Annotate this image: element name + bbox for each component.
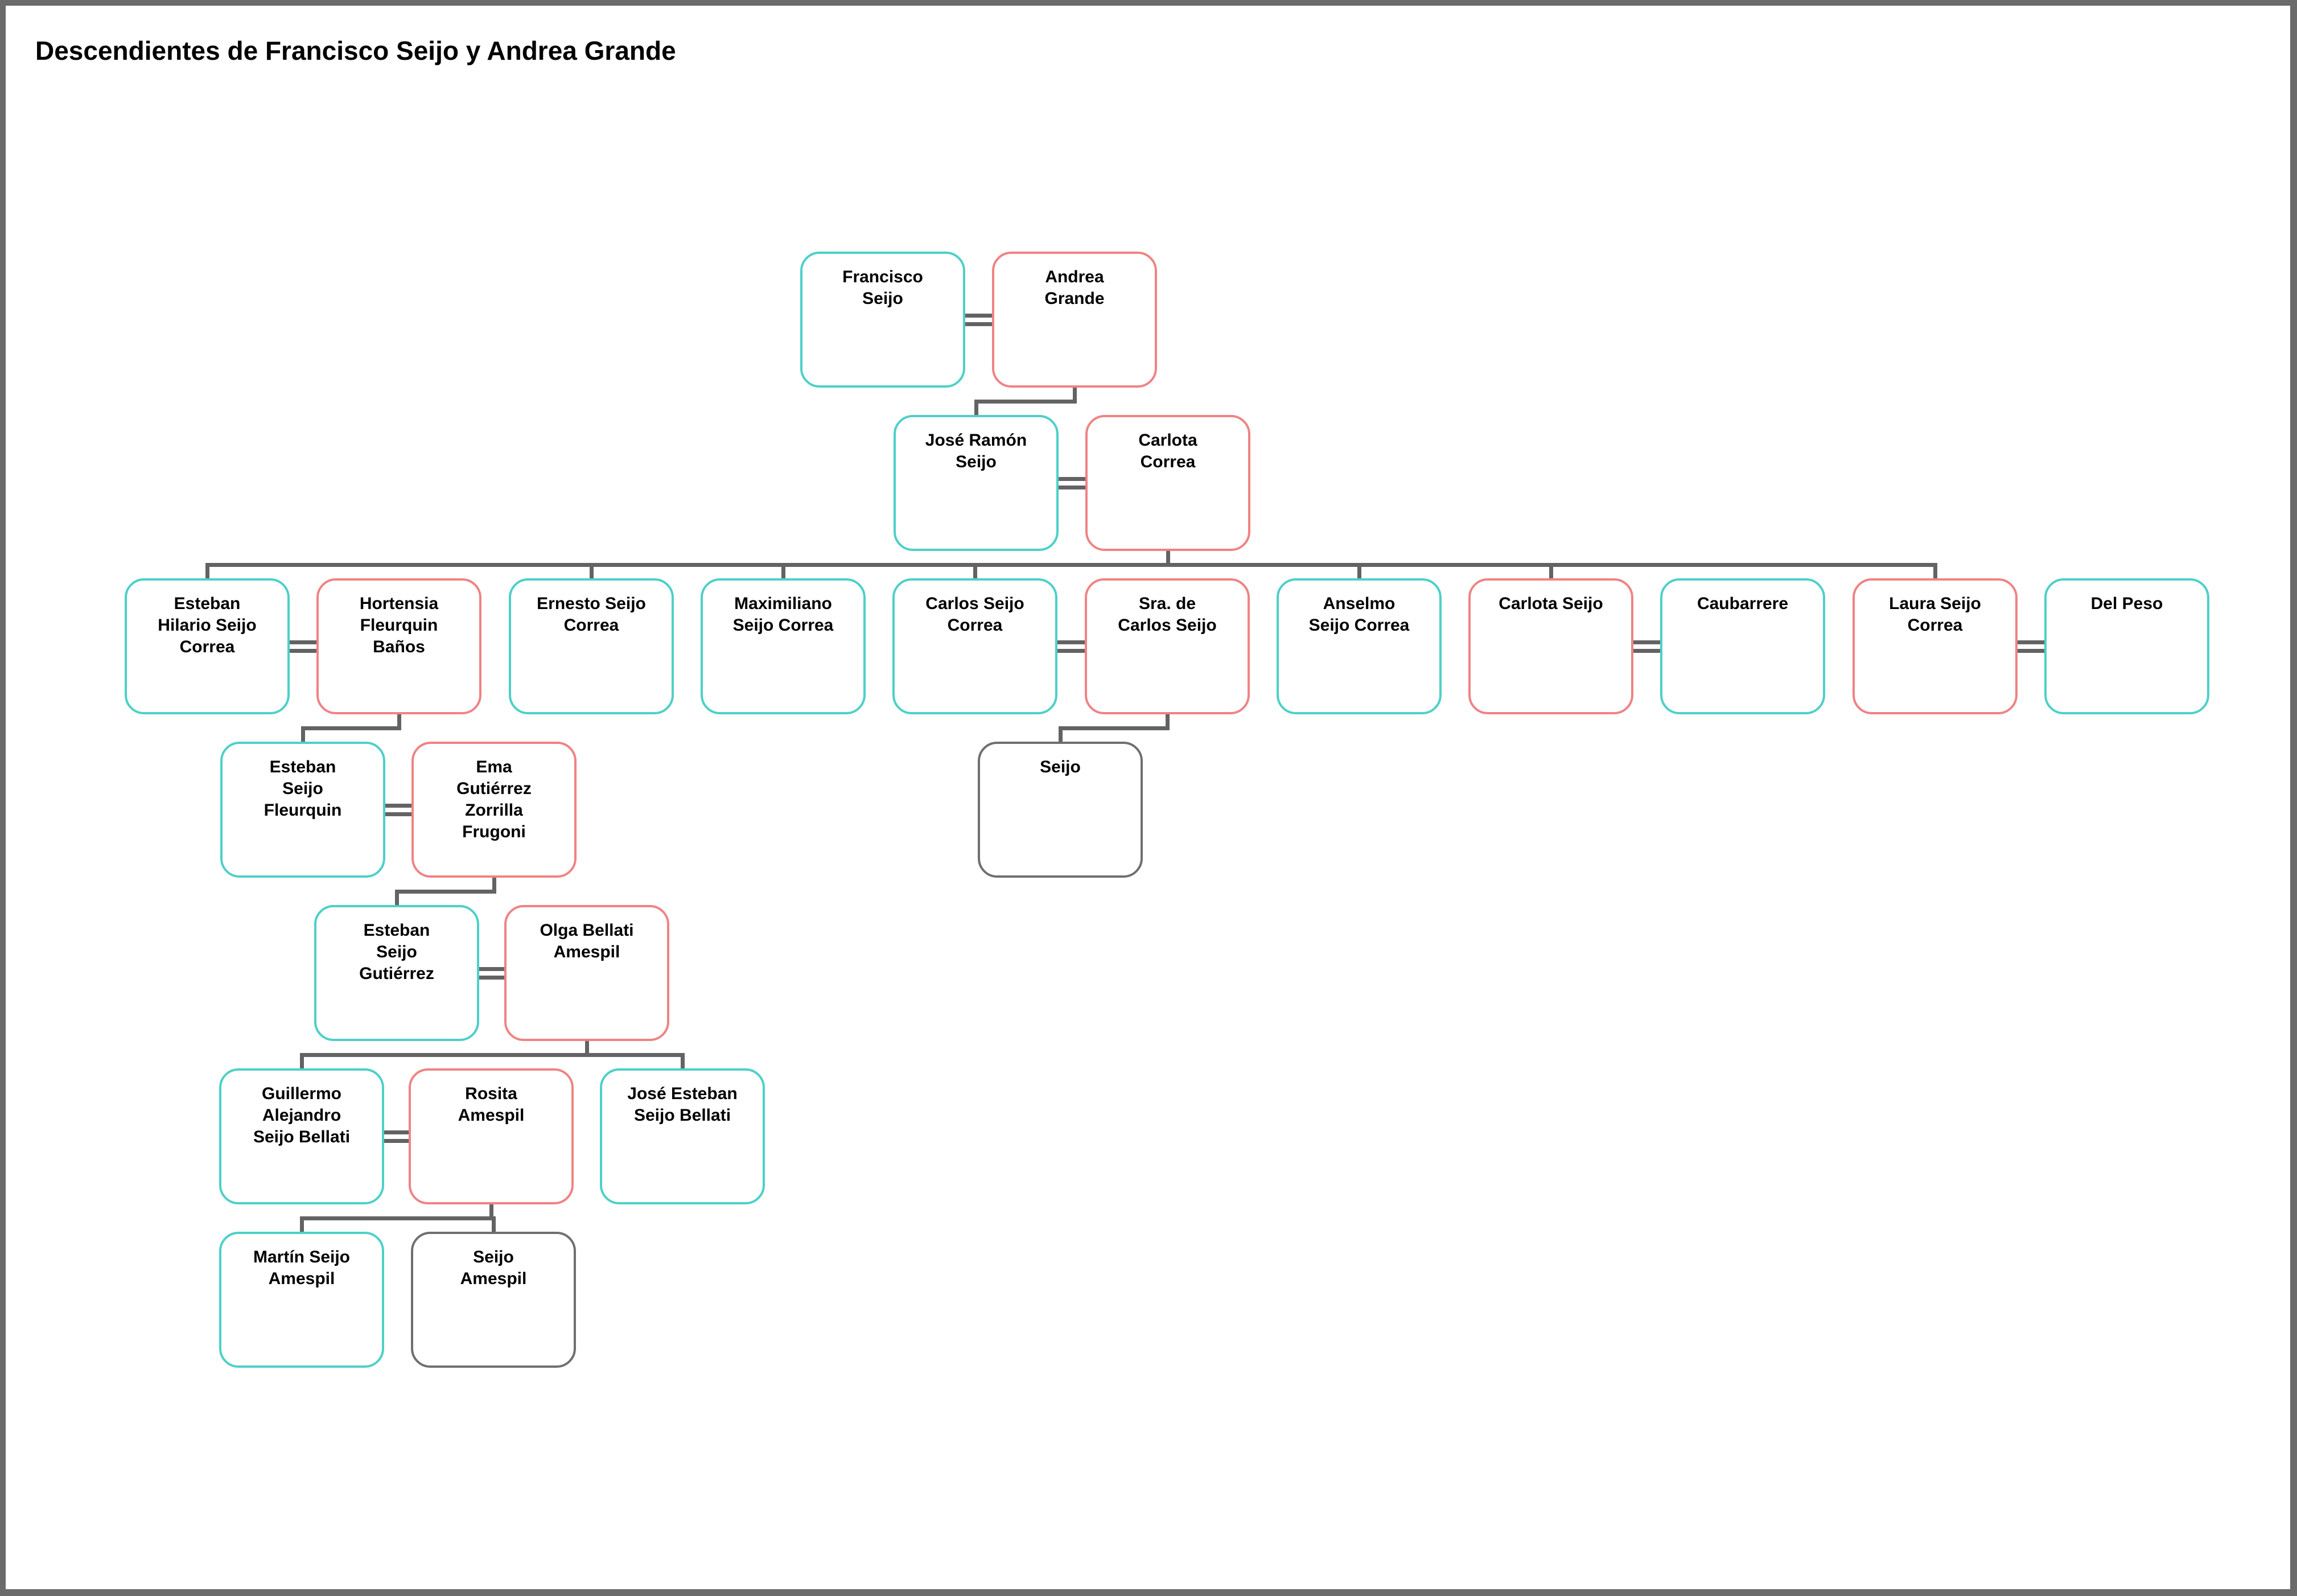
child-drop-line: [589, 563, 594, 578]
child-drop-line: [394, 890, 399, 905]
child-drop-line: [973, 563, 977, 578]
child-drop-line: [680, 1053, 685, 1068]
child-drop-line: [299, 1053, 304, 1068]
child-connector-stub: [489, 1204, 493, 1220]
marriage-line: [1633, 640, 1660, 644]
person-node-del_peso[interactable]: Del Peso: [2044, 578, 2209, 714]
person-name: Seijo: [1040, 758, 1081, 776]
marriage-line: [1059, 485, 1085, 490]
sibling-bus-line: [394, 890, 496, 894]
child-connector-stub: [1166, 551, 1170, 567]
marriage-line: [1057, 640, 1085, 644]
sibling-bus-line: [299, 1053, 685, 1057]
sibling-bus-line: [974, 400, 1077, 404]
marriage-line: [965, 322, 992, 326]
person-node-carlota_seijo[interactable]: Carlota Seijo: [1468, 578, 1633, 714]
child-drop-line: [299, 1216, 304, 1232]
marriage-line: [1059, 476, 1085, 481]
marriage-line: [385, 803, 411, 808]
chart-title: Descendientes de Francisco Seijo y Andre…: [35, 36, 676, 65]
marriage-line: [290, 640, 316, 644]
person-name: Del Peso: [2090, 594, 2163, 613]
child-drop-line: [205, 563, 209, 578]
child-connector-stub: [397, 714, 401, 730]
marriage-line: [479, 975, 504, 980]
marriage-line: [1057, 648, 1085, 653]
marriage-line: [384, 1130, 409, 1134]
sibling-bus-line: [1058, 726, 1170, 730]
child-connector-stub: [1165, 714, 1170, 730]
child-drop-line: [491, 1216, 496, 1232]
sibling-bus-line: [300, 726, 401, 730]
child-drop-line: [1058, 726, 1063, 742]
child-connector-stub: [1072, 388, 1077, 404]
sibling-bus-line: [299, 1216, 496, 1220]
person-node-caubarrere[interactable]: Caubarrere: [1660, 578, 1825, 714]
marriage-line: [1633, 648, 1660, 653]
child-drop-line: [974, 400, 978, 415]
child-drop-line: [1357, 563, 1361, 578]
marriage-line: [385, 812, 411, 816]
child-drop-line: [1549, 563, 1553, 578]
child-drop-line: [1933, 563, 1937, 578]
marriage-line: [965, 313, 992, 318]
marriage-line: [290, 648, 316, 653]
marriage-line: [384, 1138, 409, 1143]
person-node-seijo_unknown[interactable]: Seijo: [978, 742, 1143, 878]
person-name: Caubarrere: [1697, 594, 1789, 613]
child-connector-stub: [492, 878, 496, 894]
person-name: Carlota Seijo: [1499, 594, 1603, 613]
sibling-bus-line: [205, 563, 1937, 567]
child-drop-line: [300, 726, 305, 742]
marriage-line: [2018, 648, 2044, 653]
child-drop-line: [781, 563, 785, 578]
marriage-line: [2018, 640, 2044, 644]
marriage-line: [479, 966, 504, 971]
child-connector-stub: [584, 1041, 589, 1057]
